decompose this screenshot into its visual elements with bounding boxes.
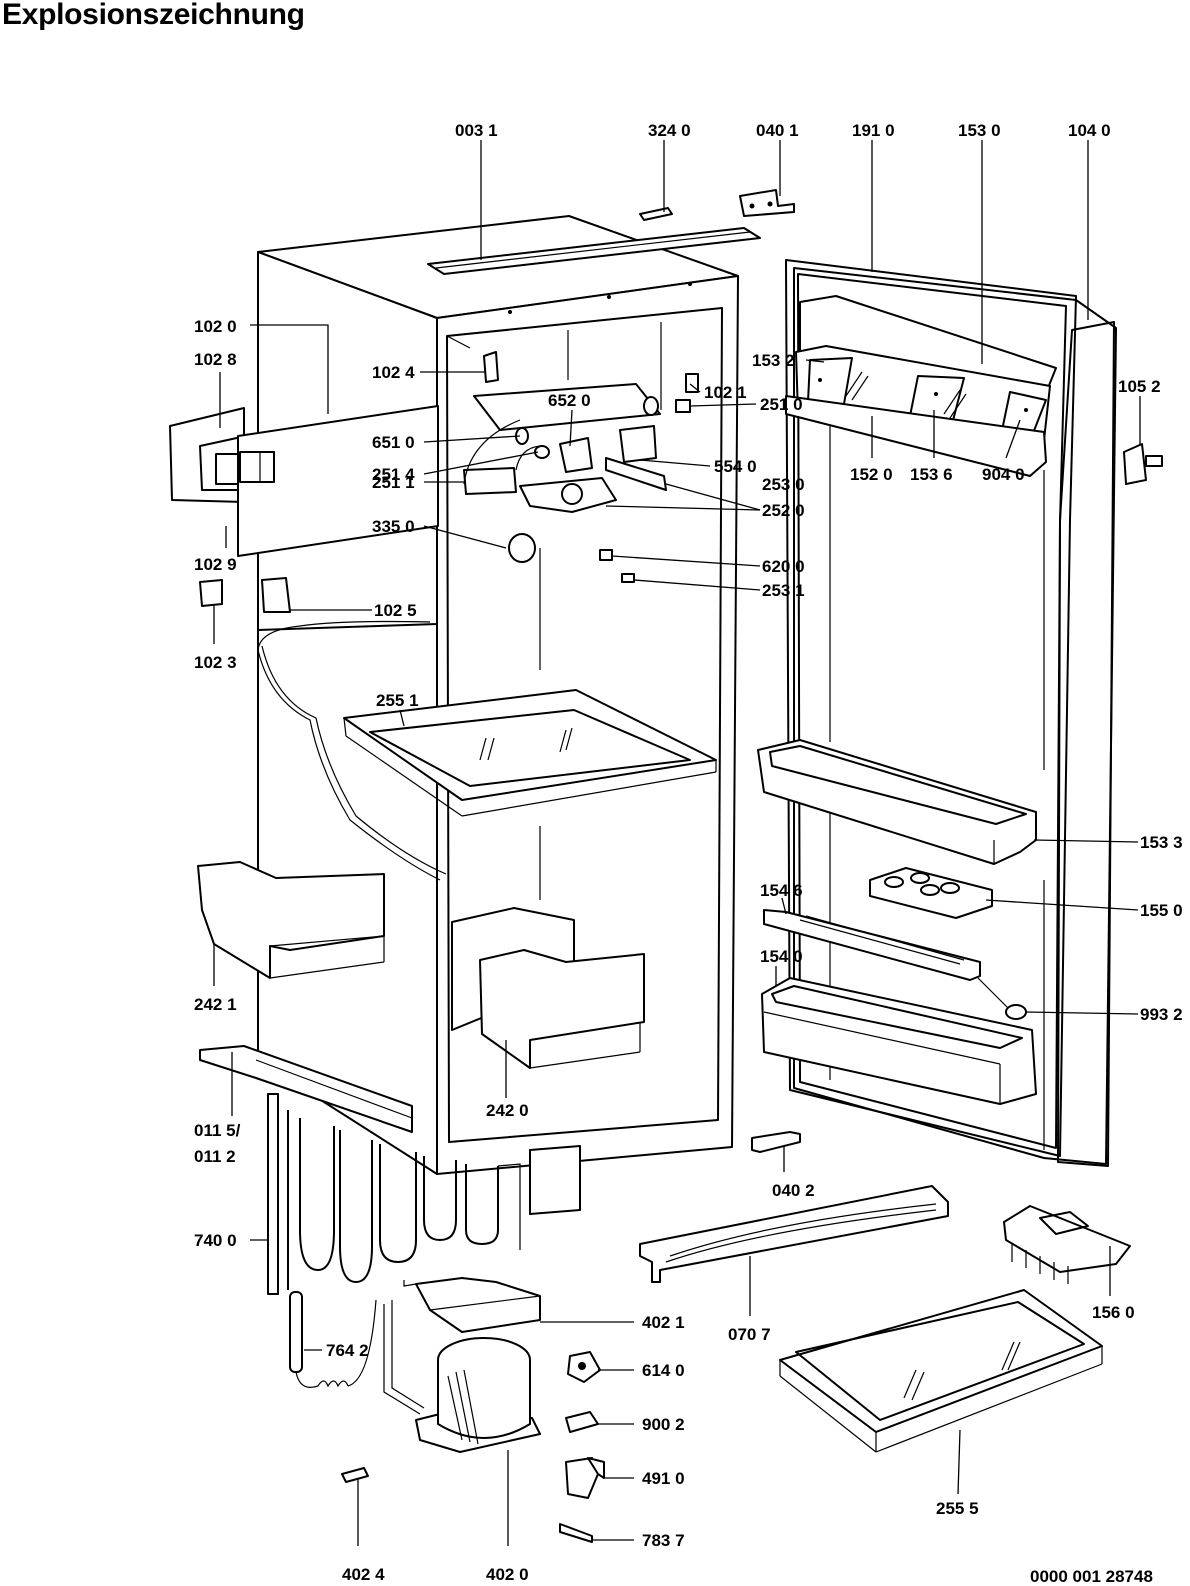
- callout-1020: 102 0: [194, 317, 237, 336]
- callout-0707: 070 7: [728, 1325, 771, 1344]
- callout-1028: 102 8: [194, 350, 237, 369]
- page-title: Explosionszeichnung: [2, 0, 305, 31]
- cover-4910: [565, 1457, 605, 1499]
- callout-1040: 104 0: [1068, 121, 1111, 140]
- callout-4021: 402 1: [642, 1313, 685, 1332]
- callout-2555: 255 5: [936, 1499, 979, 1518]
- callout-7837: 783 7: [642, 1531, 685, 1550]
- callout-6520: 652 0: [548, 391, 591, 410]
- callout-7400: 740 0: [194, 1231, 237, 1250]
- callout-9040: 904 0: [982, 465, 1025, 484]
- callout-0401: 040 1: [756, 121, 799, 140]
- egg-tray: [869, 867, 993, 919]
- callout-1533: 153 3: [1140, 833, 1183, 852]
- callout-3240: 324 0: [648, 121, 691, 140]
- relay-6140: [567, 1351, 601, 1383]
- door-shelf-1540: [761, 977, 1037, 1105]
- callout-1023: 102 3: [194, 653, 237, 672]
- callout-2510: 251 0: [760, 395, 803, 414]
- upper-door-compartment: [785, 295, 1057, 477]
- glass-shelf-upper: [343, 689, 717, 817]
- callout-1025: 102 5: [374, 601, 417, 620]
- glass-shelf-lower: [779, 1289, 1103, 1453]
- callout-4020: 402 0: [486, 1565, 529, 1584]
- compressor: [415, 1337, 541, 1453]
- lamp-holder: [463, 467, 517, 495]
- callout-2520: 252 0: [762, 501, 805, 520]
- callout-2530: 253 0: [762, 475, 805, 494]
- lamp-9932: [977, 977, 1027, 1020]
- callout-1540: 154 0: [760, 947, 803, 966]
- callout-2551: 255 1: [376, 691, 419, 710]
- pipe: [383, 1280, 425, 1415]
- thermostat-housing: [473, 383, 661, 431]
- knob-3350: [508, 533, 536, 563]
- callout-1029: 102 9: [194, 555, 237, 574]
- part-2510: [675, 399, 691, 413]
- ice-tray: [1003, 1205, 1131, 1284]
- hinge-1052: [1123, 443, 1163, 485]
- part-1023: [199, 579, 223, 607]
- callout-2531: 253 1: [762, 581, 805, 600]
- capillary: [289, 1291, 377, 1388]
- callout-4024: 402 4: [342, 1565, 385, 1584]
- callout-1520: 152 0: [850, 465, 893, 484]
- callout-labels: 003 1 324 0 040 1 191 0 153 0 104 0 102 …: [194, 121, 1183, 1586]
- callout-1021: 102 1: [704, 383, 747, 402]
- bracket-1024: [483, 351, 499, 383]
- callout-1530: 153 0: [958, 121, 1001, 140]
- hinge-top: [739, 189, 795, 217]
- callout-3350: 335 0: [372, 517, 415, 536]
- part-6200: [599, 549, 613, 561]
- callout-2421: 242 1: [194, 995, 237, 1014]
- callout-1532: 153 2: [752, 351, 795, 370]
- clip-3240: [639, 207, 673, 221]
- evaporator-plate: [169, 405, 439, 557]
- callout-4910: 491 0: [642, 1469, 685, 1488]
- door-shelf-1533: [757, 739, 1037, 865]
- part-2531: [621, 573, 635, 583]
- callout-2420: 242 0: [486, 1101, 529, 1120]
- callout-0031: 003 1: [455, 121, 498, 140]
- part-9002: [565, 1411, 599, 1433]
- drawer-2420: [451, 907, 645, 1069]
- part-1025: [261, 577, 291, 613]
- condenser: [267, 1093, 581, 1295]
- callout-1024: 102 4: [372, 363, 415, 382]
- callout-0112: 011 2: [194, 1147, 236, 1166]
- leader-lines: [213, 140, 1141, 1546]
- callout-1052: 105 2: [1118, 377, 1161, 396]
- callout-2511: 251 1: [372, 473, 415, 492]
- callout-9002: 900 2: [642, 1415, 685, 1434]
- callout-1910: 191 0: [852, 121, 895, 140]
- callout-6200: 620 0: [762, 557, 805, 576]
- callout-2514: 251 4: [372, 465, 415, 484]
- part-7837: [559, 1523, 593, 1543]
- drawer-2421: [197, 861, 385, 979]
- callout-6140: 614 0: [642, 1361, 685, 1380]
- bottom-rail: [199, 1045, 413, 1133]
- compressor-bracket: [415, 1277, 541, 1333]
- callout-7642: 764 2: [326, 1341, 369, 1360]
- callout-1536: 153 6: [910, 465, 953, 484]
- callout-5540: 554 0: [714, 457, 757, 476]
- callout-9932: 993 2: [1140, 1005, 1183, 1024]
- callout-1546: 154 6: [760, 881, 803, 900]
- callout-0402: 040 2: [772, 1181, 815, 1200]
- cover-strip-0707: [639, 1185, 949, 1283]
- top-strip: [427, 227, 761, 275]
- callout-1550: 155 0: [1140, 901, 1183, 920]
- switch-2530: [605, 457, 667, 491]
- callout-1560: 156 0: [1092, 1303, 1135, 1322]
- callout-0115: 011 5/: [194, 1121, 241, 1140]
- callout-6510: 651 0: [372, 433, 415, 452]
- hinge-bottom: [751, 1131, 801, 1153]
- part-4024: [341, 1467, 369, 1483]
- drawing-number: 0000 001 28748: [1030, 1567, 1153, 1586]
